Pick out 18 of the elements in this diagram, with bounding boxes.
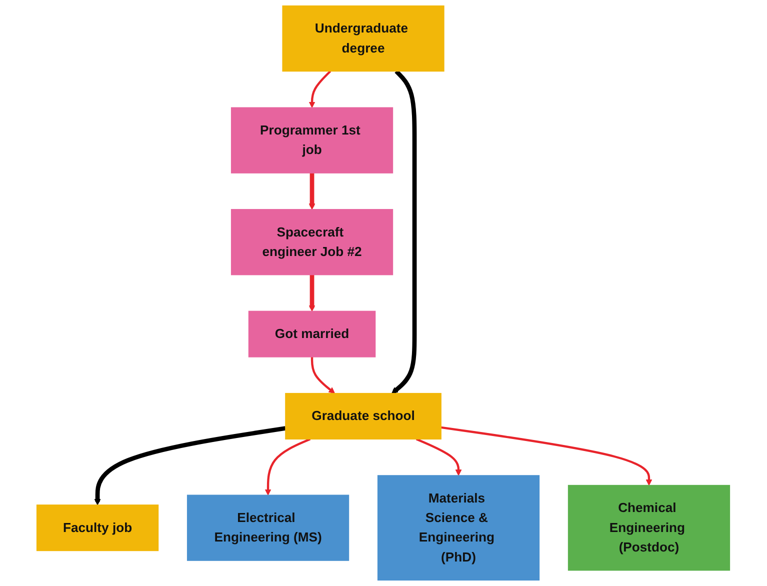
arrow xyxy=(265,438,311,496)
node-box: Undergraduate degree xyxy=(282,5,445,72)
arrow xyxy=(94,426,286,506)
arrow xyxy=(311,356,336,394)
node-box: Spacecraft engineer Job #2 xyxy=(231,209,394,276)
arrow xyxy=(309,70,332,108)
node-box: Materials Science & Engineering (PhD) xyxy=(378,475,540,581)
arrow xyxy=(309,274,316,312)
arrow xyxy=(416,438,462,476)
node-box: Programmer 1st job xyxy=(231,107,394,174)
node-box: Got married xyxy=(248,310,376,358)
node-box: Chemical Engineering (Postdoc) xyxy=(568,484,730,571)
arrow xyxy=(392,70,417,394)
node-box: Graduate school xyxy=(285,392,442,440)
arrow xyxy=(309,173,316,210)
node-box: Electrical Engineering (MS) xyxy=(187,494,350,561)
node-box: Faculty job xyxy=(36,504,159,552)
arrow xyxy=(441,426,652,486)
